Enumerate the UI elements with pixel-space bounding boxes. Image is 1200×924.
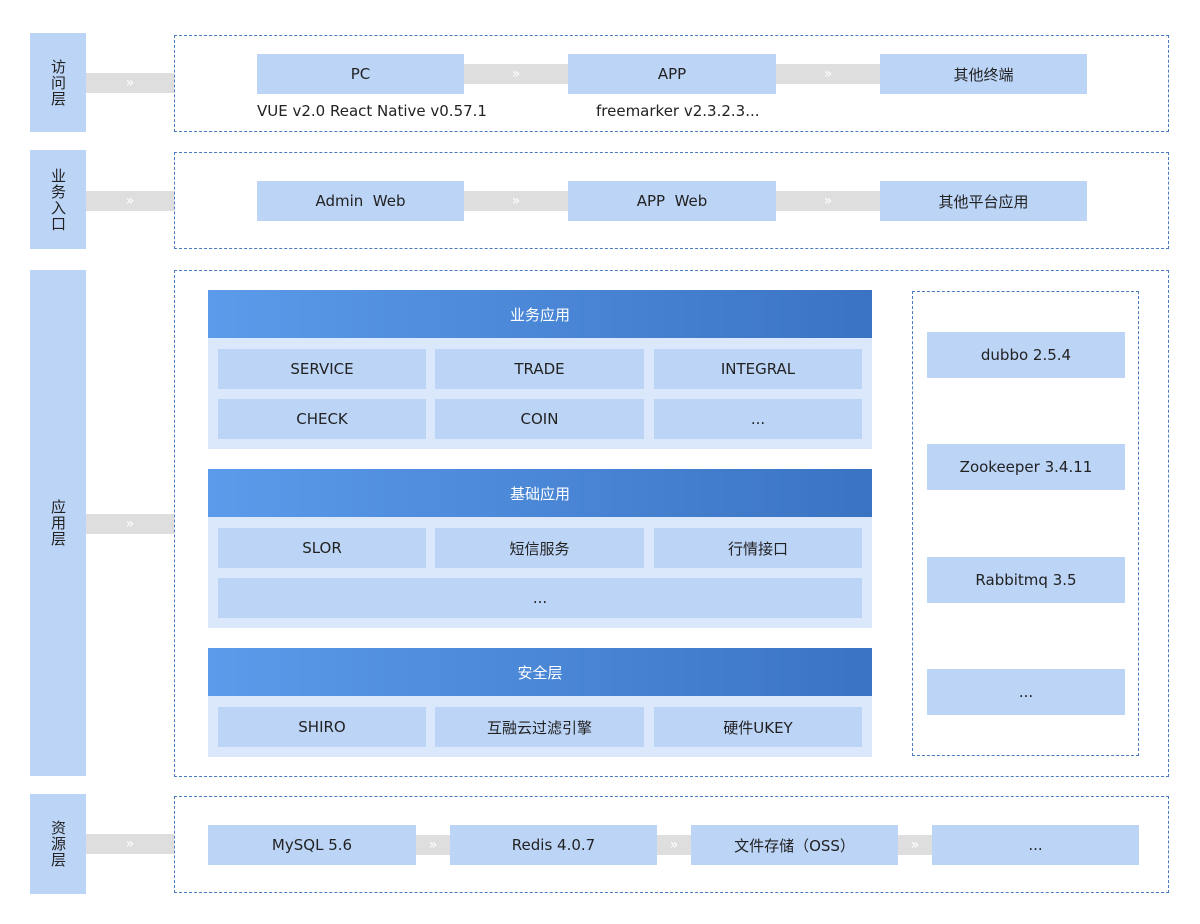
cell-sms-service: 短信服务 [435, 528, 644, 568]
middleware-box [912, 291, 1139, 756]
layer-label-resource: 资源层 [30, 794, 86, 894]
cell-integral: INTEGRAL [654, 349, 862, 389]
layer-label-application: 应用层 [30, 270, 86, 776]
connector-oss-more: » [898, 835, 932, 855]
cell-hardware-ukey: 硬件UKEY [654, 707, 862, 747]
cell-shiro: SHIRO [218, 707, 426, 747]
caption-template-stack: freemarker v2.3.2.3... [596, 102, 760, 120]
cell-coin: COIN [435, 399, 644, 439]
cell-base-more: ... [218, 578, 862, 618]
cell-service: SERVICE [218, 349, 426, 389]
security-title: 安全层 [208, 648, 872, 696]
middleware-zookeeper: Zookeeper 3.4.11 [927, 444, 1125, 490]
cell-filter-engine: 互融云过滤引擎 [435, 707, 644, 747]
node-app: APP [568, 54, 776, 94]
cell-check: CHECK [218, 399, 426, 439]
resource-layer-box [174, 796, 1169, 893]
layer-label-business-entry: 业务入口 [30, 150, 86, 249]
connector-application: » [86, 514, 174, 534]
base-apps-panel: 基础应用 SLOR 短信服务 行情接口 ... [208, 469, 872, 628]
connector-app-other: » [776, 64, 880, 84]
middleware-rabbitmq: Rabbitmq 3.5 [927, 557, 1125, 603]
node-other-platform: 其他平台应用 [880, 181, 1087, 221]
caption-frontend-stack: VUE v2.0 React Native v0.57.1 [257, 102, 487, 120]
cell-business-more: ... [654, 399, 862, 439]
connector-pc-app: » [464, 64, 568, 84]
security-panel: 安全层 SHIRO 互融云过滤引擎 硬件UKEY [208, 648, 872, 757]
connector-redis-oss: » [657, 835, 691, 855]
middleware-more: ... [927, 669, 1125, 715]
resource-file-storage: 文件存储（OSS） [691, 825, 898, 865]
node-other-terminal: 其他终端 [880, 54, 1087, 94]
business-apps-panel: 业务应用 SERVICE TRADE INTEGRAL CHECK COIN .… [208, 290, 872, 449]
resource-more: ... [932, 825, 1139, 865]
cell-slor: SLOR [218, 528, 426, 568]
connector-mysql-redis: » [416, 835, 450, 855]
connector-admin-appweb: » [464, 191, 568, 211]
node-admin-web: Admin Web [257, 181, 464, 221]
cell-trade: TRADE [435, 349, 644, 389]
application-layer-box [174, 270, 1169, 777]
layer-label-access: 访问层 [30, 33, 86, 132]
connector-appweb-other: » [776, 191, 880, 211]
connector-business-entry: » [86, 191, 174, 211]
connector-resource: » [86, 834, 174, 854]
resource-redis: Redis 4.0.7 [450, 825, 657, 865]
middleware-dubbo: dubbo 2.5.4 [927, 332, 1125, 378]
node-app-web: APP Web [568, 181, 776, 221]
cell-market-api: 行情接口 [654, 528, 862, 568]
access-layer-box [174, 35, 1169, 132]
connector-access: » [86, 73, 174, 93]
business-entry-box [174, 152, 1169, 249]
base-apps-title: 基础应用 [208, 469, 872, 517]
node-pc: PC [257, 54, 464, 94]
resource-mysql: MySQL 5.6 [208, 825, 416, 865]
business-apps-title: 业务应用 [208, 290, 872, 338]
